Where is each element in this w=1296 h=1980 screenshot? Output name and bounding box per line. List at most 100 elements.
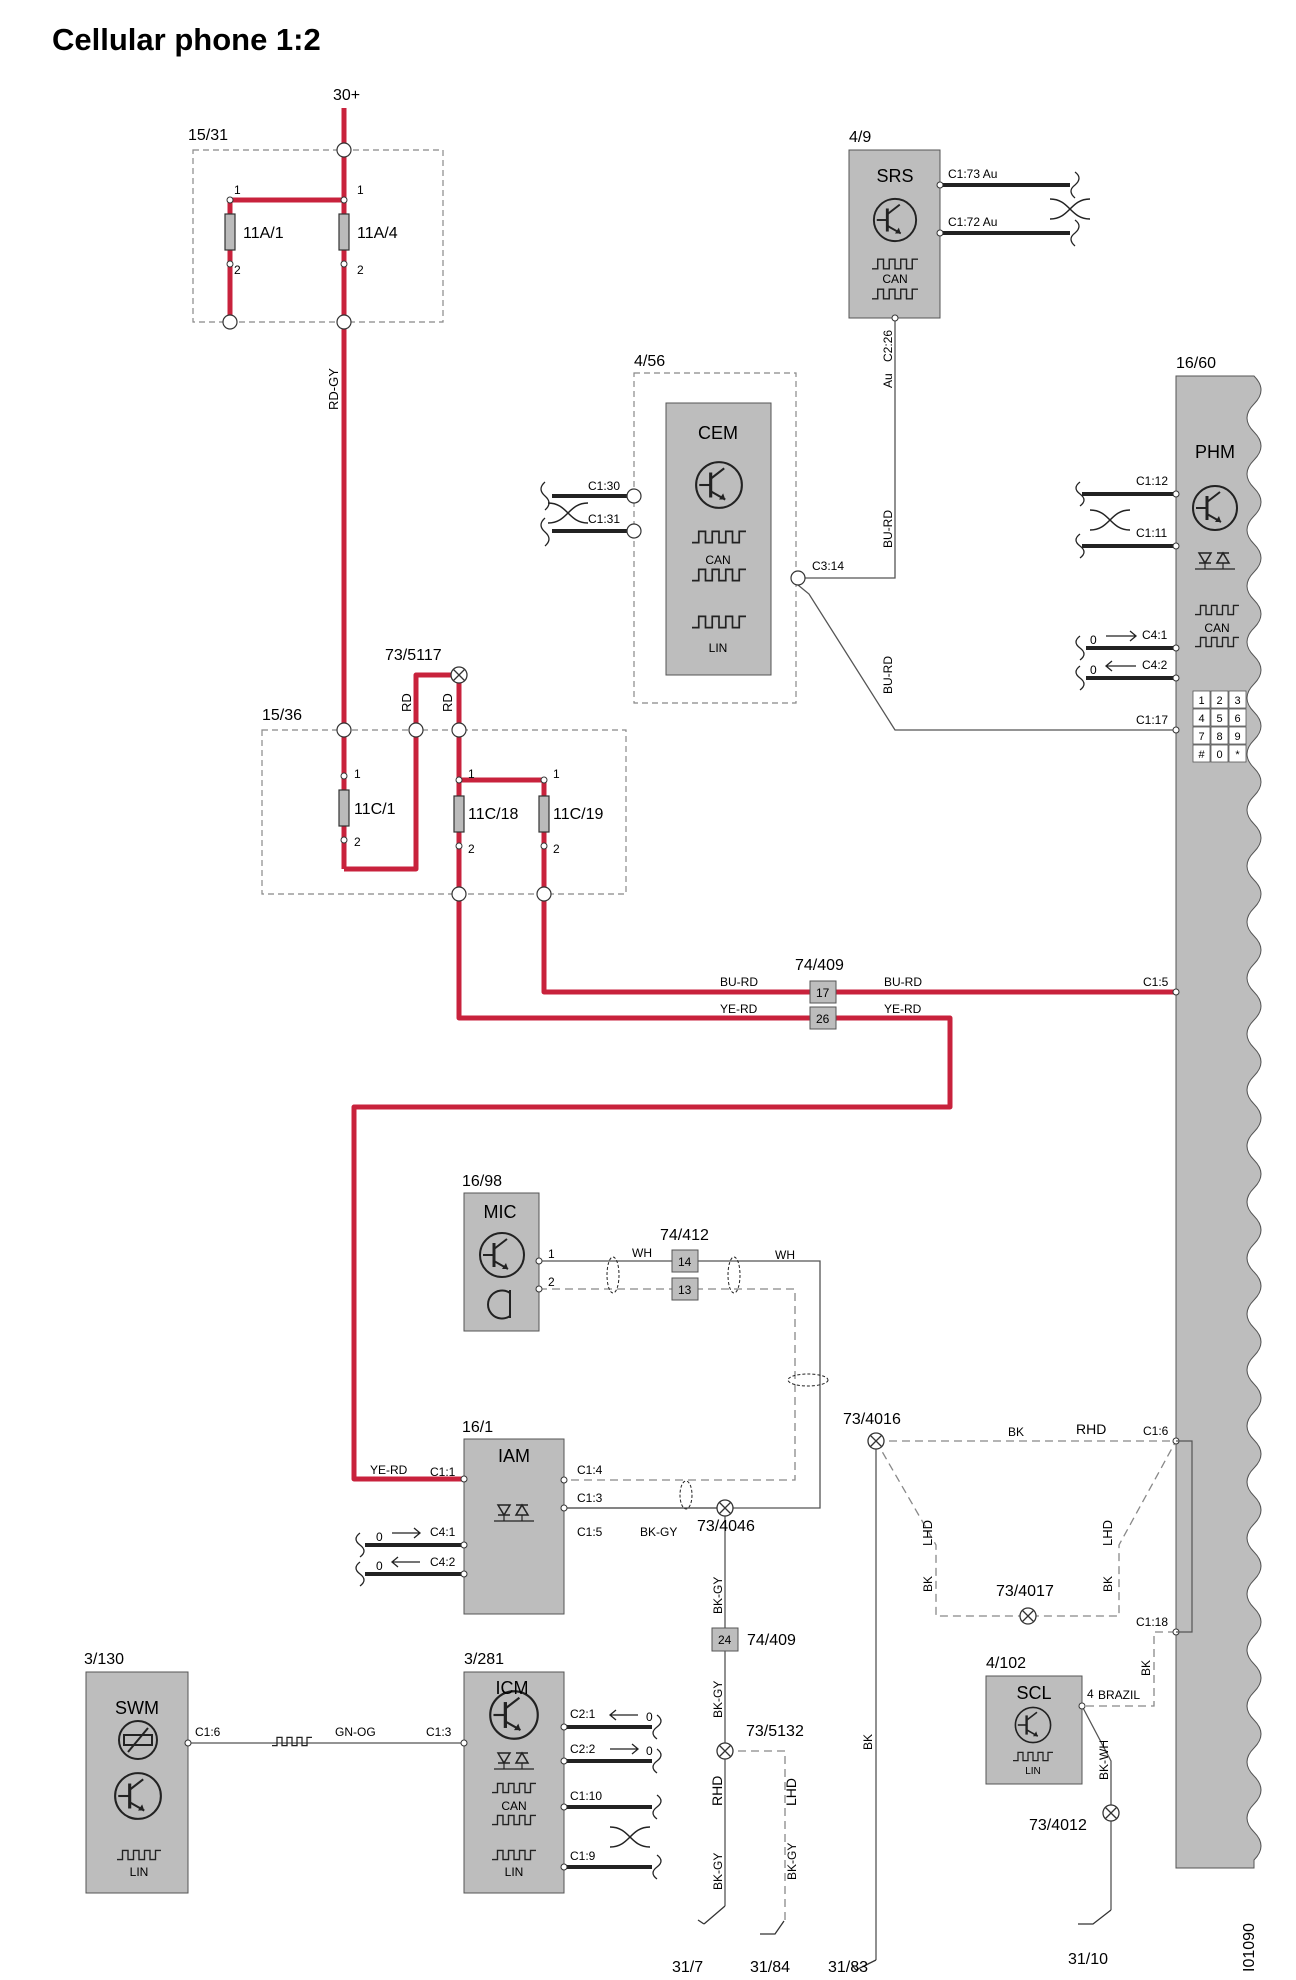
conn-74409-pin24: 24 (718, 1633, 732, 1647)
swm-id: 3/130 (84, 1651, 124, 1668)
ground-31-7: 31/7 (672, 1959, 703, 1976)
fuse-11a4 (338, 213, 350, 251)
phm-pin-c117: C1:17 (1136, 713, 1168, 727)
phm-pin-c112: C1:12 (1136, 474, 1168, 488)
wire-ye-rd-right: YE-RD (884, 1002, 922, 1016)
conn-74412-id: 74/412 (660, 1227, 709, 1244)
iam-module (463, 1438, 565, 1615)
splice-73-5132-icon (716, 1742, 734, 1760)
phm-pin-c118: C1:18 (1136, 1615, 1168, 1629)
scl-id: 4/102 (986, 1655, 1026, 1672)
icm-pin-c22: C2:2 (570, 1742, 596, 1756)
ground-symbols (697, 1905, 1112, 1971)
phm-zero-2: 0 (1090, 663, 1097, 677)
mic-id: 16/98 (462, 1173, 502, 1190)
twist-cem-icon (548, 501, 588, 525)
twisted-pair-leads (365, 183, 1176, 1869)
iam-pin-c13: C1:3 (577, 1491, 603, 1505)
iam-id: 16/1 (462, 1419, 493, 1436)
cem-lin-label: LIN (709, 641, 728, 655)
wire-bu-rd-srs: BU-RD (881, 510, 895, 548)
signal-arrows (390, 630, 1138, 1755)
fuse-11c1 (338, 789, 350, 827)
wire-rhd-top: RHD (1076, 1421, 1106, 1437)
pin-15-36-b2: 2 (468, 842, 475, 856)
ground-31-10: 31/10 (1068, 1951, 1108, 1968)
icm-lin-label: LIN (505, 1865, 524, 1879)
wire-lhd-bottom: LHD (783, 1778, 799, 1806)
iam-zero-2: 0 (376, 1559, 383, 1573)
pin-15-36-a1: 1 (354, 767, 361, 781)
swm-resistor-icon (118, 1720, 158, 1760)
keypad-key-label: # (1198, 749, 1205, 761)
pin-15-36-c1: 1 (553, 767, 560, 781)
keypad-key (1192, 726, 1211, 745)
keypad-key (1228, 708, 1247, 727)
pin-15-36-c2: 2 (553, 842, 560, 856)
phm-pin-c111: C1:11 (1136, 526, 1167, 540)
page-title: Cellular phone 1:2 (52, 22, 321, 57)
icm-can-label: CAN (501, 1799, 526, 1813)
keypad-key-label: 0 (1216, 749, 1222, 761)
fusebox-15-36-enclosure (261, 729, 627, 895)
wire-bk-gy-lower: BK-GY (711, 1681, 725, 1718)
wire-bk-right: BK (1101, 1576, 1115, 1592)
fuse-11c19-label: 11C/19 (553, 806, 604, 823)
inline-connectors (671, 980, 837, 1652)
keypad-key-label: 4 (1198, 713, 1204, 725)
phm-pin-c42: C4:2 (1142, 658, 1168, 672)
keypad-key (1210, 744, 1229, 763)
phm-module (1175, 375, 1262, 1869)
supply-label: 30+ (333, 87, 360, 104)
phm-zero-1: 0 (1090, 633, 1097, 647)
iam-pin-c14: C1:4 (577, 1463, 603, 1477)
keypad-key-label: 1 (1198, 695, 1204, 707)
power-wires (227, 108, 1176, 1482)
fuse-11c18-label: 11C/18 (468, 806, 519, 823)
fuses (224, 213, 550, 833)
pin-15-31-a2: 2 (234, 263, 241, 277)
conn-74412-pin13: 13 (678, 1283, 692, 1297)
cem-pin-c314: C3:14 (812, 559, 844, 573)
splice-73-4046-label: 73/4046 (697, 1518, 755, 1535)
wire-bk-scl: BK (1139, 1660, 1153, 1676)
figure-id: I01090 (1241, 1923, 1258, 1972)
scl-pin-4: 4 (1087, 1687, 1094, 1701)
icm-pin-c13: C1:3 (426, 1725, 452, 1739)
cem-enclosure (633, 372, 797, 704)
mic-module (463, 1192, 540, 1332)
fuse-11c1-label: 11C/1 (354, 801, 396, 818)
fuse-11a1 (224, 213, 236, 251)
mic-wire-wh-left: WH (632, 1246, 652, 1260)
splice-73-5117-icon (450, 666, 468, 684)
cem-name: CEM (698, 423, 738, 443)
keypad-key (1228, 744, 1247, 763)
wire-rhd-bottom: RHD (709, 1776, 725, 1806)
wire-lhd-right: LHD (1100, 1520, 1115, 1546)
keypad-key (1228, 726, 1247, 745)
wire-bu-rd-phm: BU-RD (881, 656, 895, 694)
pin-15-36-b1: 1 (468, 767, 475, 781)
wire-bk-ground-83: BK (861, 1734, 875, 1750)
keypad-key (1228, 690, 1247, 709)
wire-rd-1: RD (399, 693, 414, 712)
phm-pin-c15: C1:5 (1143, 975, 1169, 989)
iam-wire-ye-rd: YE-RD (370, 1463, 408, 1477)
swm-name: SWM (115, 1698, 159, 1718)
fusebox-15-31-enclosure (192, 149, 444, 323)
splice-points (450, 666, 1120, 1822)
keypad-key (1192, 744, 1211, 763)
iam-pin-c15: C1:5 (577, 1525, 603, 1539)
splice-73-4012-icon (1102, 1804, 1120, 1822)
swm-pin-c16: C1:6 (195, 1725, 221, 1739)
shield-ellipses (606, 1256, 829, 1510)
keypad-key-label: 7 (1198, 731, 1204, 743)
phm-id: 16/60 (1176, 355, 1216, 372)
ground-31-83: 31/83 (828, 1959, 868, 1976)
conn-74409-pin26: 26 (816, 1012, 830, 1026)
keypad-key (1210, 726, 1229, 745)
phm-internal-wire (1176, 1440, 1193, 1633)
icm-zero-1: 0 (646, 1710, 653, 1724)
terminals (222, 142, 806, 902)
